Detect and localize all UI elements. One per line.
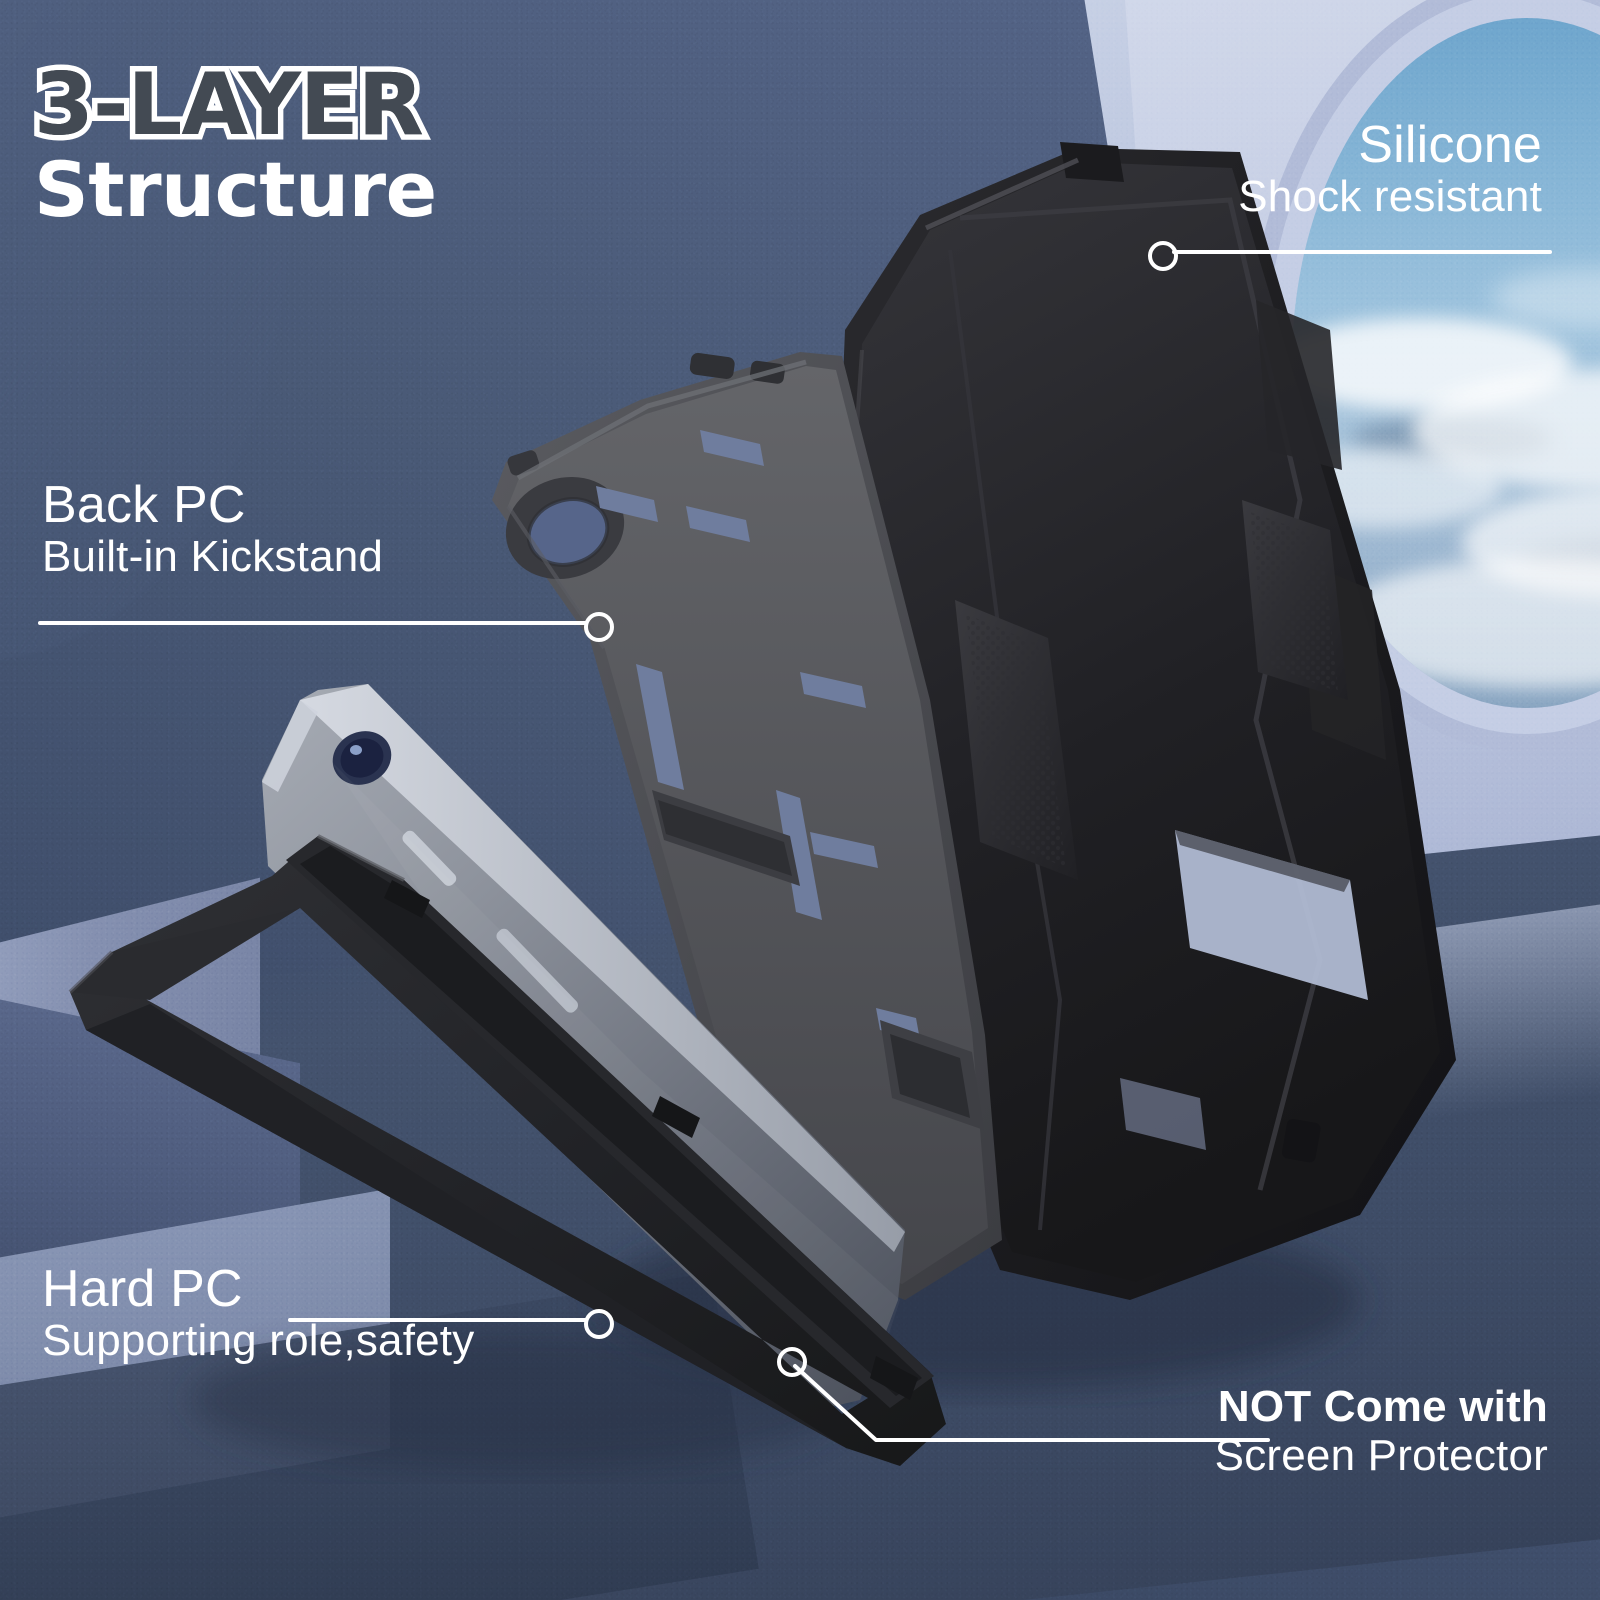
callout-silicone: Silicone Shock resistant [1238, 118, 1542, 221]
callout-back-pc-title: Back PC [42, 476, 246, 534]
shell-cutout [1120, 1078, 1206, 1150]
callout-hard-pc-subtitle: Supporting role,safety [42, 1316, 475, 1366]
callout-silicone-title: Silicone [1358, 116, 1542, 174]
callout-no-screen-protector-title: NOT Come with [1217, 1382, 1548, 1431]
page-title: 3-LAYER 3-LAYER Structure [29, 55, 438, 234]
callout-back-pc: Back PC Built-in Kickstand [42, 478, 383, 581]
leader-dot-back-pc [584, 612, 614, 642]
callout-no-screen-protector: NOT Come with Screen Protector [1215, 1382, 1548, 1481]
kickstand-leg [652, 790, 800, 886]
leader-dot-hard-pc [584, 1309, 614, 1339]
headline-line-2: Structure [34, 145, 437, 234]
back-pc-shell-layer [492, 352, 1002, 1300]
leader-dot-silicone [1148, 241, 1178, 271]
callout-back-pc-subtitle: Built-in Kickstand [42, 532, 384, 582]
leader-line-back-pc [38, 621, 588, 625]
leader-dot-no-screen-protector [777, 1347, 807, 1377]
camera-cutout-ring [505, 476, 625, 580]
silicone-grip-pad [1242, 500, 1348, 700]
headline-line-1: 3-LAYER 3-LAYER [29, 55, 430, 155]
callout-hard-pc-title: Hard PC [42, 1260, 243, 1318]
headline-line-1-stroke: 3-LAYER [29, 55, 430, 155]
callout-hard-pc: Hard PC Supporting role,safety [42, 1262, 474, 1365]
tablet-camera-lens [332, 731, 392, 785]
hard-pc-frame-layer [68, 834, 946, 1466]
shell-slots [596, 430, 920, 1040]
silicone-grip-pad [955, 600, 1078, 880]
leader-line-silicone [1172, 250, 1552, 254]
shadow [190, 1330, 850, 1470]
leader-line-hard-pc [288, 1318, 588, 1322]
callout-no-screen-protector-subtitle: Screen Protector [1214, 1431, 1548, 1481]
silicone-shell-layer [830, 142, 1456, 1300]
callout-silicone-subtitle: Shock resistant [1238, 172, 1542, 222]
headline-line-1-fill: 3-LAYER [34, 55, 424, 155]
